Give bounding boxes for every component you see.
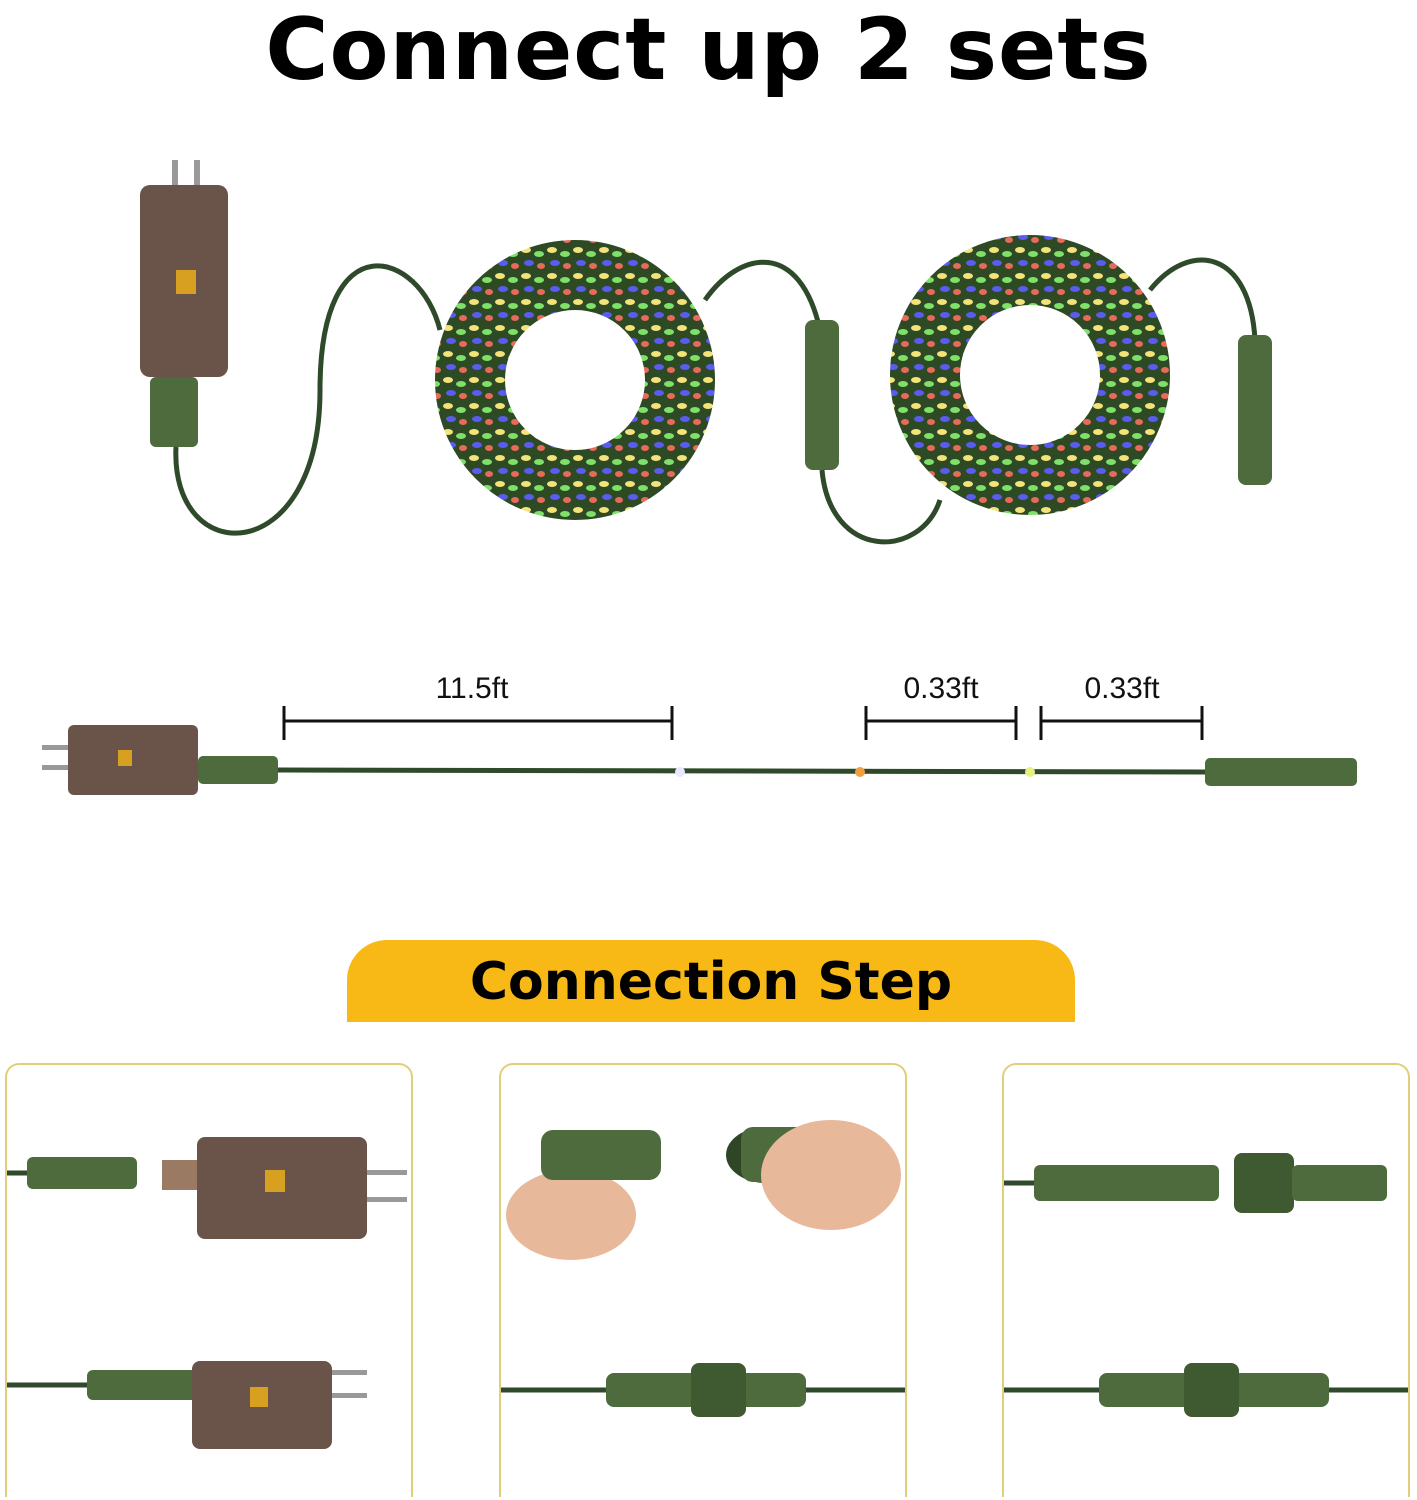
step-panel-2 (499, 1063, 907, 1497)
light-coil-1 (435, 240, 715, 520)
step-panel-3 (1002, 1063, 1410, 1497)
align-connectors-illustration (501, 1120, 905, 1417)
step-panel-1 (5, 1063, 413, 1497)
light-sets-illustration (140, 160, 1272, 545)
end-connector (1238, 335, 1272, 485)
dim-tail-b: 0.33ft (1084, 672, 1160, 705)
light-coil-2 (890, 235, 1170, 515)
wire-dimension-diagram (42, 706, 1357, 795)
screw-tight-illustration (1004, 1153, 1408, 1417)
power-adapter (140, 160, 228, 447)
dim-tail-a: 0.33ft (903, 672, 979, 705)
connector (805, 320, 839, 470)
adapter-connection-illustration (7, 1137, 407, 1449)
connection-step-banner: Connection Step (347, 940, 1075, 1022)
dim-lead-wire: 11.5ft (435, 672, 509, 705)
page-title: Connect up 2 sets (265, 0, 1152, 100)
